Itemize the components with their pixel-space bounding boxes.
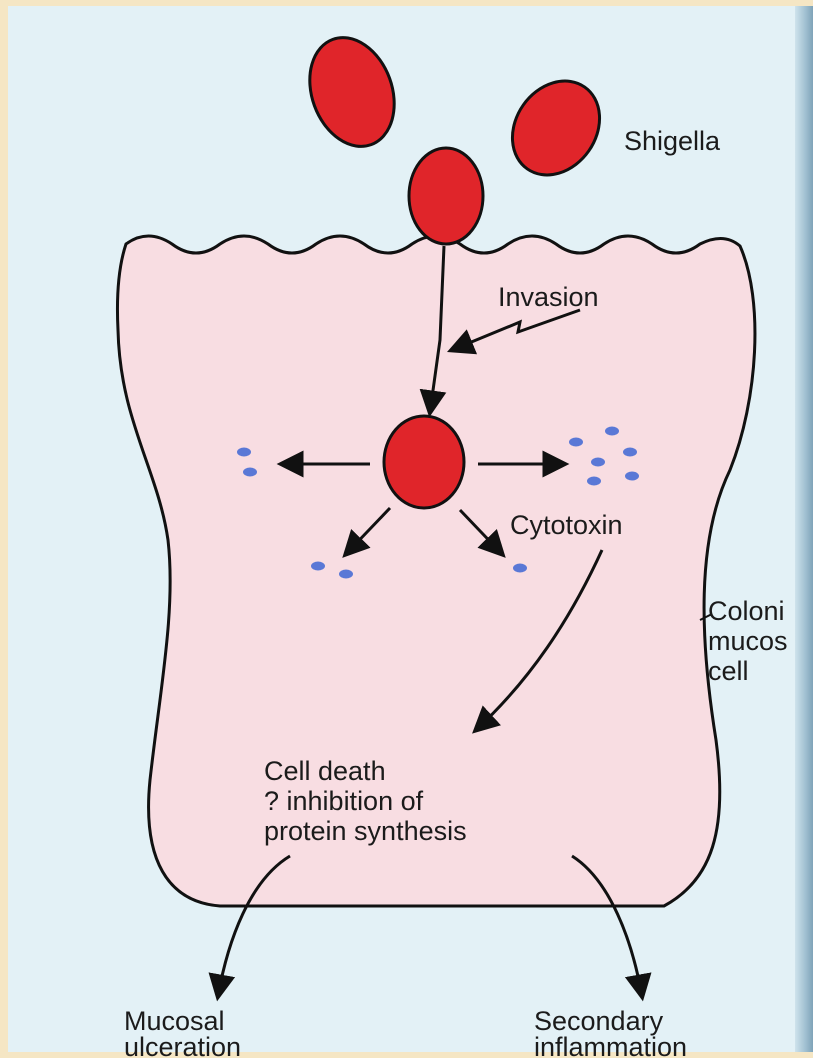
bacterium [409, 148, 483, 244]
cell-death-label-1: Cell death [264, 756, 386, 786]
cell-death-label-3: protein synthesis [264, 816, 467, 846]
colonic-cell-label-3: cell [708, 656, 749, 686]
shigella-label: Shigella [624, 126, 721, 156]
colonic-cell-label-1: Coloni [708, 596, 785, 626]
bacterium [295, 26, 408, 159]
mucosal-ulceration-label-2: ulceration [124, 1032, 241, 1058]
colonic-cell [117, 236, 754, 906]
intracellular-bacterium [384, 416, 464, 508]
colonic-cell-label-2: mucos [708, 626, 788, 656]
bacterium [495, 64, 618, 192]
invasion-label: Invasion [498, 282, 599, 312]
cell-death-label-2: ? inhibition of [264, 786, 424, 816]
cytotoxin-label: Cytotoxin [510, 510, 623, 540]
secondary-inflammation-label-2: inflammation [534, 1032, 687, 1058]
